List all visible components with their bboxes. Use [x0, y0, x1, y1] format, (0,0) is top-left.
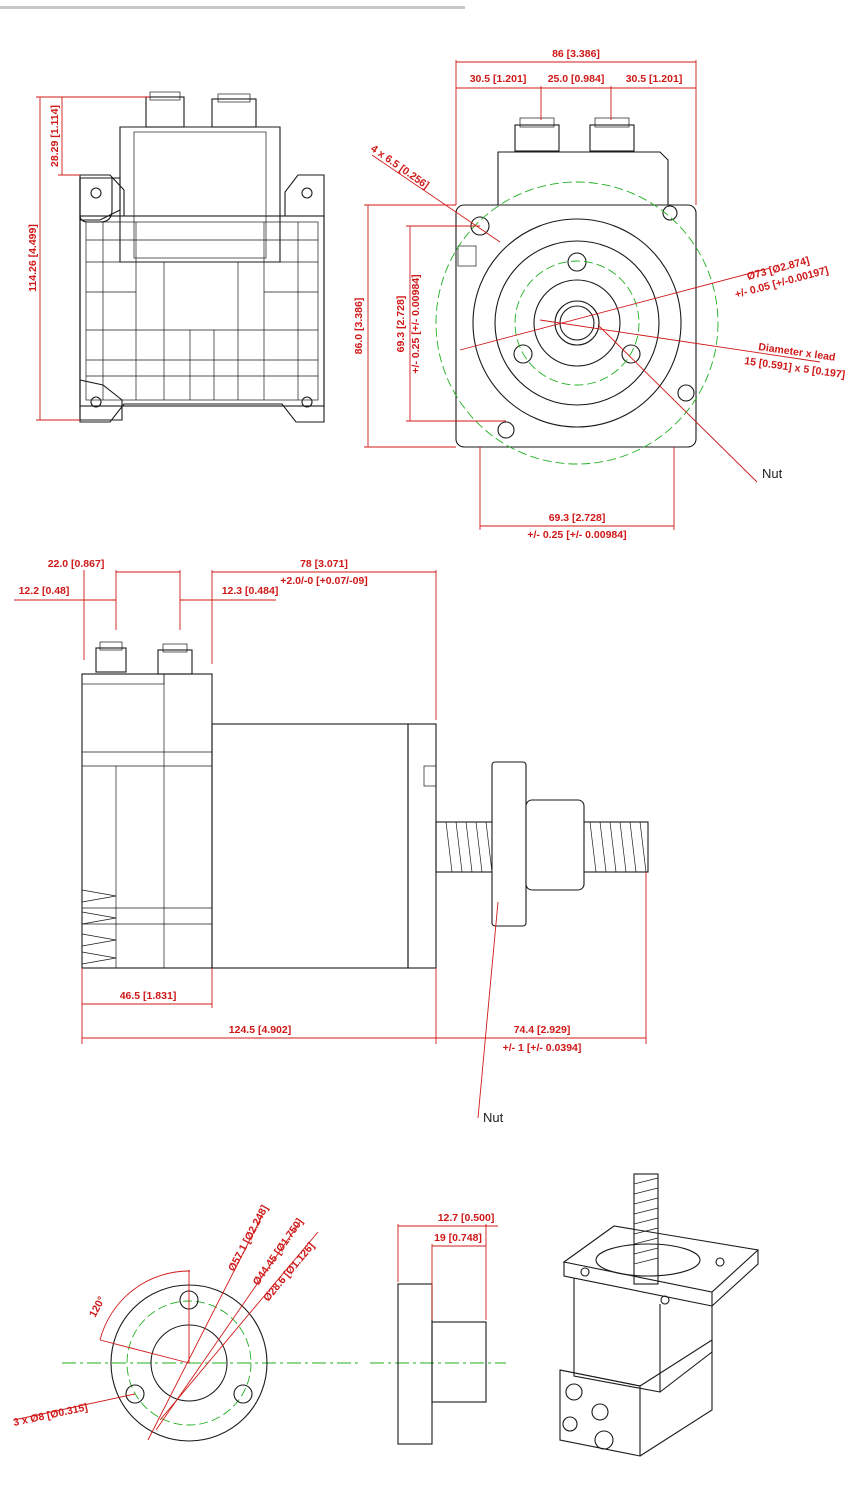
width-label: 86 [3.386]: [552, 48, 600, 60]
connector-a: [145, 96, 185, 128]
nut-front-view: Ø57.1 [Ø2.248] Ø44.45 [Ø1.750] Ø28.6 [Ø1…: [12, 1203, 360, 1442]
bolt-spacing-h-label: 69.3 [2.728]: [549, 512, 606, 524]
total-length-label: 124.5 [4.902]: [229, 1024, 291, 1036]
nut-flange: [491, 761, 527, 927]
motor-length-tol-label: +2.0/-0 [+0.07/-09]: [280, 575, 368, 587]
total-height-label: 114.26 [4.499]: [27, 224, 39, 292]
nut-holes-label: 3 x Ø8 [Ø0.315]: [12, 1401, 89, 1429]
conn-spacing-label: 22.0 [0.867]: [48, 558, 105, 570]
top-view: 114.26 [4.499] 28.29 [1.114]: [27, 91, 325, 423]
header-rule: [0, 6, 465, 9]
nut-body: [525, 799, 585, 891]
conn-offset2-label: 12.3 [0.484]: [222, 585, 279, 597]
screw-length-tol-label: +/- 1 [+/- 0.0394]: [503, 1042, 582, 1054]
bolt-tol-h-label: +/- 0.25 [+/- 0.00984]: [527, 529, 626, 541]
motor-length-label: 78 [3.071]: [300, 558, 348, 570]
nut-angle-label: 120°: [87, 1295, 108, 1320]
side-view: 22.0 [0.867] 78 [3.071] +2.0/-0 [+0.07/-…: [14, 558, 649, 1125]
body-length-label: 19 [0.748]: [434, 1232, 482, 1244]
front-view: 86 [3.386] 30.5 [1.201] 25.0 [0.984] 30.…: [353, 48, 846, 541]
bolt-tol-v-label: +/- 0.25 [+/- 0.00984]: [410, 274, 422, 373]
driver-length-label: 46.5 [1.831]: [120, 990, 177, 1002]
flange-thickness-label: 12.7 [0.500]: [438, 1212, 495, 1224]
side-nut-label: Nut: [483, 1110, 504, 1125]
isometric-view: [559, 1173, 760, 1457]
center-gap-label: 25.0 [0.984]: [548, 73, 605, 85]
nut-side-view: 12.7 [0.500] 19 [0.748]: [370, 1212, 506, 1445]
left-offset-label: 30.5 [1.201]: [470, 73, 527, 85]
screw-length-label: 74.4 [2.929]: [514, 1024, 571, 1036]
nut-label: Nut: [762, 466, 783, 481]
conn-offset-label: 12.2 [0.48]: [19, 585, 70, 597]
motor-flange: [455, 204, 697, 448]
connector-b: [211, 98, 257, 128]
bolt-spacing-v-label: 69.3 [2.728]: [395, 296, 407, 353]
right-offset-label: 30.5 [1.201]: [626, 73, 683, 85]
height-label: 86.0 [3.386]: [353, 298, 365, 355]
screw-threads: [445, 821, 647, 873]
holes-label: 4 x 6.5 [0.256]: [368, 143, 431, 192]
connector-height-label: 28.29 [1.114]: [49, 105, 61, 167]
